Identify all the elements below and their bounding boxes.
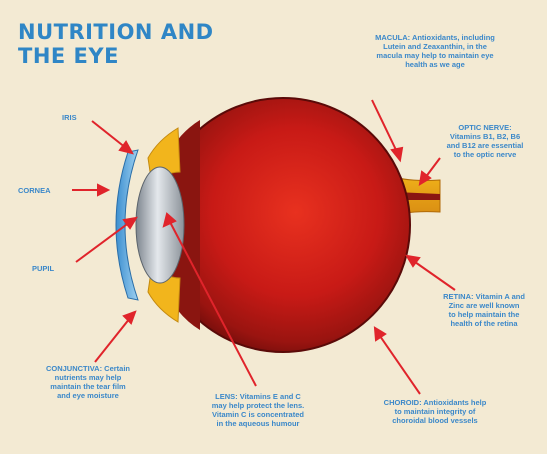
macula-line-2: Lutein and Zeaxanthin, in the bbox=[330, 42, 540, 51]
lens-line-1: LENS: Vitamins E and C bbox=[188, 392, 328, 401]
macula-label: MACULA: Antioxidants, including Lutein a… bbox=[330, 33, 540, 69]
iris-label: IRIS bbox=[62, 113, 77, 122]
conjunctiva-label: CONJUNCTIVA: Certain nutrients may help … bbox=[18, 364, 158, 400]
optic-nerve-line-3: and B12 are essential bbox=[430, 141, 540, 150]
conjunctiva-line-1: CONJUNCTIVA: Certain bbox=[18, 364, 158, 373]
retina-line-4: health of the retina bbox=[425, 319, 543, 328]
retina-label: RETINA: Vitamin A and Zinc are well know… bbox=[425, 292, 543, 328]
choroid-line-3: choroidal blood vessels bbox=[355, 416, 515, 425]
retina-line-2: Zinc are well known bbox=[425, 301, 543, 310]
eyeball bbox=[156, 98, 410, 352]
optic-nerve-line-4: to the optic nerve bbox=[430, 150, 540, 159]
choroid-line-2: to maintain integrity of bbox=[355, 407, 515, 416]
pupil-label: PUPIL bbox=[32, 264, 54, 273]
retina-line-1: RETINA: Vitamin A and bbox=[425, 292, 543, 301]
lens-line-4: in the aqueous humour bbox=[188, 419, 328, 428]
cornea-label: CORNEA bbox=[18, 186, 51, 195]
optic-nerve-line-2: Vitamins B1, B2, B6 bbox=[430, 132, 540, 141]
choroid-label: CHOROID: Antioxidants help to maintain i… bbox=[355, 398, 515, 425]
lens-line-3: Vitamin C is concentrated bbox=[188, 410, 328, 419]
conjunctiva-line-3: maintain the tear film bbox=[18, 382, 158, 391]
conjunctiva-line-2: nutrients may help bbox=[18, 373, 158, 382]
optic-nerve-line-1: OPTIC NERVE: bbox=[430, 123, 540, 132]
lens-line-2: may help protect the lens. bbox=[188, 401, 328, 410]
retina-line-3: to help maintain the bbox=[425, 310, 543, 319]
lens bbox=[136, 167, 184, 283]
macula-line-1: MACULA: Antioxidants, including bbox=[330, 33, 540, 42]
choroid-line-1: CHOROID: Antioxidants help bbox=[355, 398, 515, 407]
macula-line-4: health as we age bbox=[330, 60, 540, 69]
macula-line-3: macula may help to maintain eye bbox=[330, 51, 540, 60]
conjunctiva-line-4: and eye moisture bbox=[18, 391, 158, 400]
optic-nerve-label: OPTIC NERVE: Vitamins B1, B2, B6 and B12… bbox=[430, 123, 540, 159]
lens-label: LENS: Vitamins E and C may help protect … bbox=[188, 392, 328, 428]
